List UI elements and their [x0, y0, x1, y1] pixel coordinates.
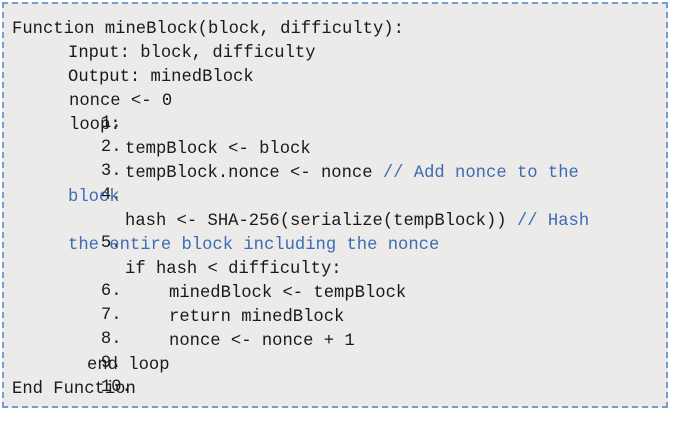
- function-footer: End Function: [12, 380, 136, 399]
- code-text: if hash < difficulty:: [125, 260, 342, 279]
- line-number: 9.: [100, 354, 122, 373]
- code-text: return minedBlock: [169, 308, 345, 327]
- line-number: 2.: [100, 138, 122, 157]
- code-comment-continuation: block: [68, 188, 120, 207]
- code-line-6: 6.: [39, 259, 122, 325]
- line-number: 6.: [100, 282, 122, 301]
- code-text: loop:: [69, 116, 121, 135]
- code-text: minedBlock <- tempBlock: [169, 284, 407, 303]
- pseudocode: Function mineBlock(block, difficulty): I…: [4, 4, 666, 406]
- line-number: 1.: [100, 114, 122, 133]
- code-text: tempBlock <- block: [125, 140, 311, 159]
- line-number: 8.: [100, 330, 122, 349]
- line-number: 10.: [100, 378, 132, 397]
- line-number: 3.: [100, 162, 122, 181]
- line-number: 5.: [100, 234, 122, 253]
- line-number: 7.: [100, 306, 122, 325]
- code-line-2: 2.: [39, 115, 122, 181]
- code-comment: // Hash: [516, 212, 590, 231]
- code-comment-continuation: the entire block including the nonce: [68, 236, 440, 255]
- code-text: end loop: [87, 356, 170, 375]
- code-statement: hash <- SHA-256(serialize(tempBlock)): [125, 212, 517, 231]
- code-line-9: 9.: [39, 331, 122, 397]
- line-number: 4.: [100, 186, 122, 205]
- input-line: Input: block, difficulty: [68, 44, 316, 63]
- code-text: hash <- SHA-256(serialize(tempBlock)) //…: [125, 211, 589, 233]
- code-text: nonce <- 0: [69, 92, 173, 111]
- code-text: tempBlock.nonce <- nonce // Add nonce to…: [125, 163, 579, 185]
- code-line-5: 5.: [39, 211, 122, 277]
- code-comment: // Add nonce to the: [382, 164, 579, 183]
- code-line-4: 4.: [39, 163, 122, 229]
- code-line-10: 10.: [39, 355, 132, 421]
- code-text: nonce <- nonce + 1: [169, 332, 355, 351]
- code-block-frame: Function mineBlock(block, difficulty): I…: [2, 2, 668, 408]
- output-line: Output: minedBlock: [68, 68, 254, 87]
- code-line-3: 3.: [39, 139, 122, 205]
- code-line-8: 8.: [39, 307, 122, 373]
- code-line-1: 1.: [39, 91, 122, 157]
- code-line-7: 7.: [39, 283, 122, 349]
- function-header: Function mineBlock(block, difficulty):: [12, 20, 404, 39]
- code-statement: tempBlock.nonce <- nonce: [125, 164, 383, 183]
